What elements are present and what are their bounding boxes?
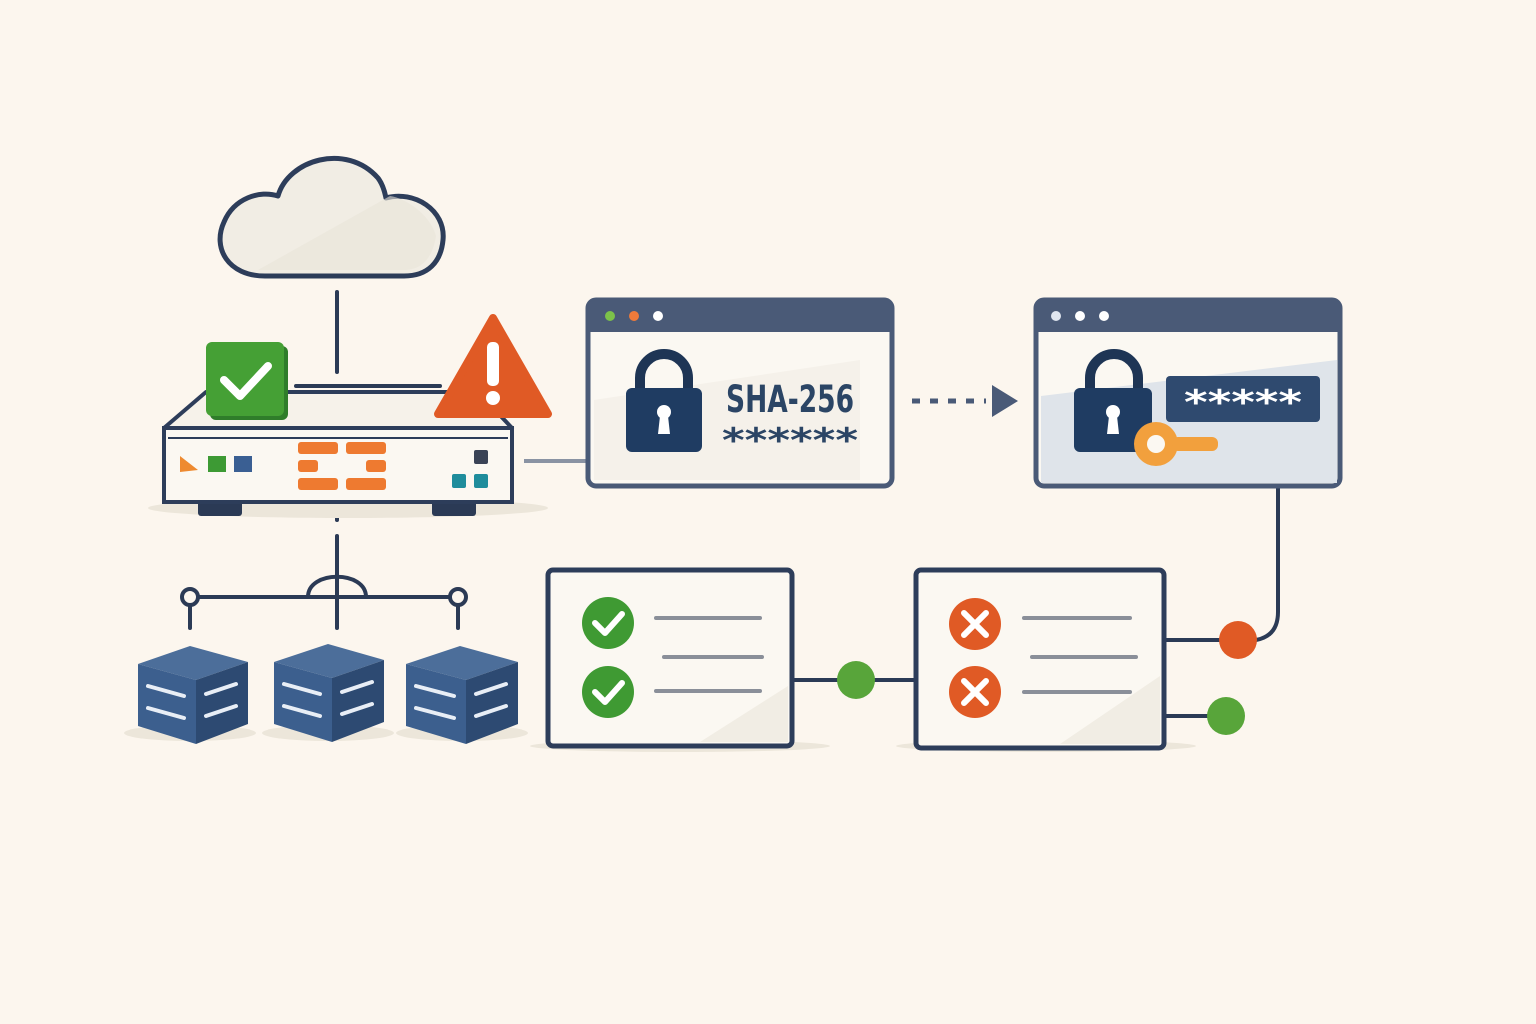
x-circle-icon	[949, 598, 1001, 650]
switch-hop-line	[306, 574, 368, 599]
padlock-icon	[626, 349, 702, 452]
server-icon	[124, 646, 256, 744]
server-icon	[262, 644, 394, 742]
window-dot-white	[653, 311, 663, 321]
window-dot-white	[1051, 311, 1061, 321]
masked-key-field	[1166, 376, 1320, 422]
validation-error-panel	[896, 567, 1196, 752]
window-dot-white	[1075, 311, 1085, 321]
window-dot-orange	[629, 311, 639, 321]
window-dot-white	[1099, 311, 1109, 321]
key-window: *****	[1033, 297, 1343, 489]
status-leds	[180, 456, 252, 472]
flow-node-orange	[1219, 621, 1257, 659]
x-circle-icon	[949, 666, 1001, 718]
switch-node-right	[448, 587, 468, 607]
hash-algorithm-label: SHA-256	[726, 378, 854, 421]
flow-node-green	[837, 661, 875, 699]
window-dot-green	[605, 311, 615, 321]
arrow-right-icon	[912, 385, 1018, 417]
server-icon	[396, 646, 528, 744]
connectors	[188, 290, 1280, 718]
switch-node-left	[180, 587, 200, 607]
key-window-to-orange-node-line	[1254, 486, 1280, 642]
check-circle-icon	[582, 597, 634, 649]
padlock-icon	[1074, 349, 1152, 452]
validation-success-panel	[530, 567, 830, 752]
flow-node-green	[1207, 697, 1245, 735]
key-icon	[1134, 422, 1218, 466]
check-badge-icon	[206, 342, 288, 420]
masked-key-value: *****	[1184, 383, 1302, 423]
warning-triangle-icon	[434, 314, 552, 418]
port-leds	[452, 450, 488, 488]
firewall-icon	[298, 442, 386, 490]
check-circle-icon	[582, 666, 634, 718]
cloud-icon	[217, 155, 446, 279]
switch-nodes	[180, 587, 468, 607]
hashed-password-mask: ******	[722, 421, 858, 461]
hash-window: SHA-256 ******	[585, 297, 895, 489]
